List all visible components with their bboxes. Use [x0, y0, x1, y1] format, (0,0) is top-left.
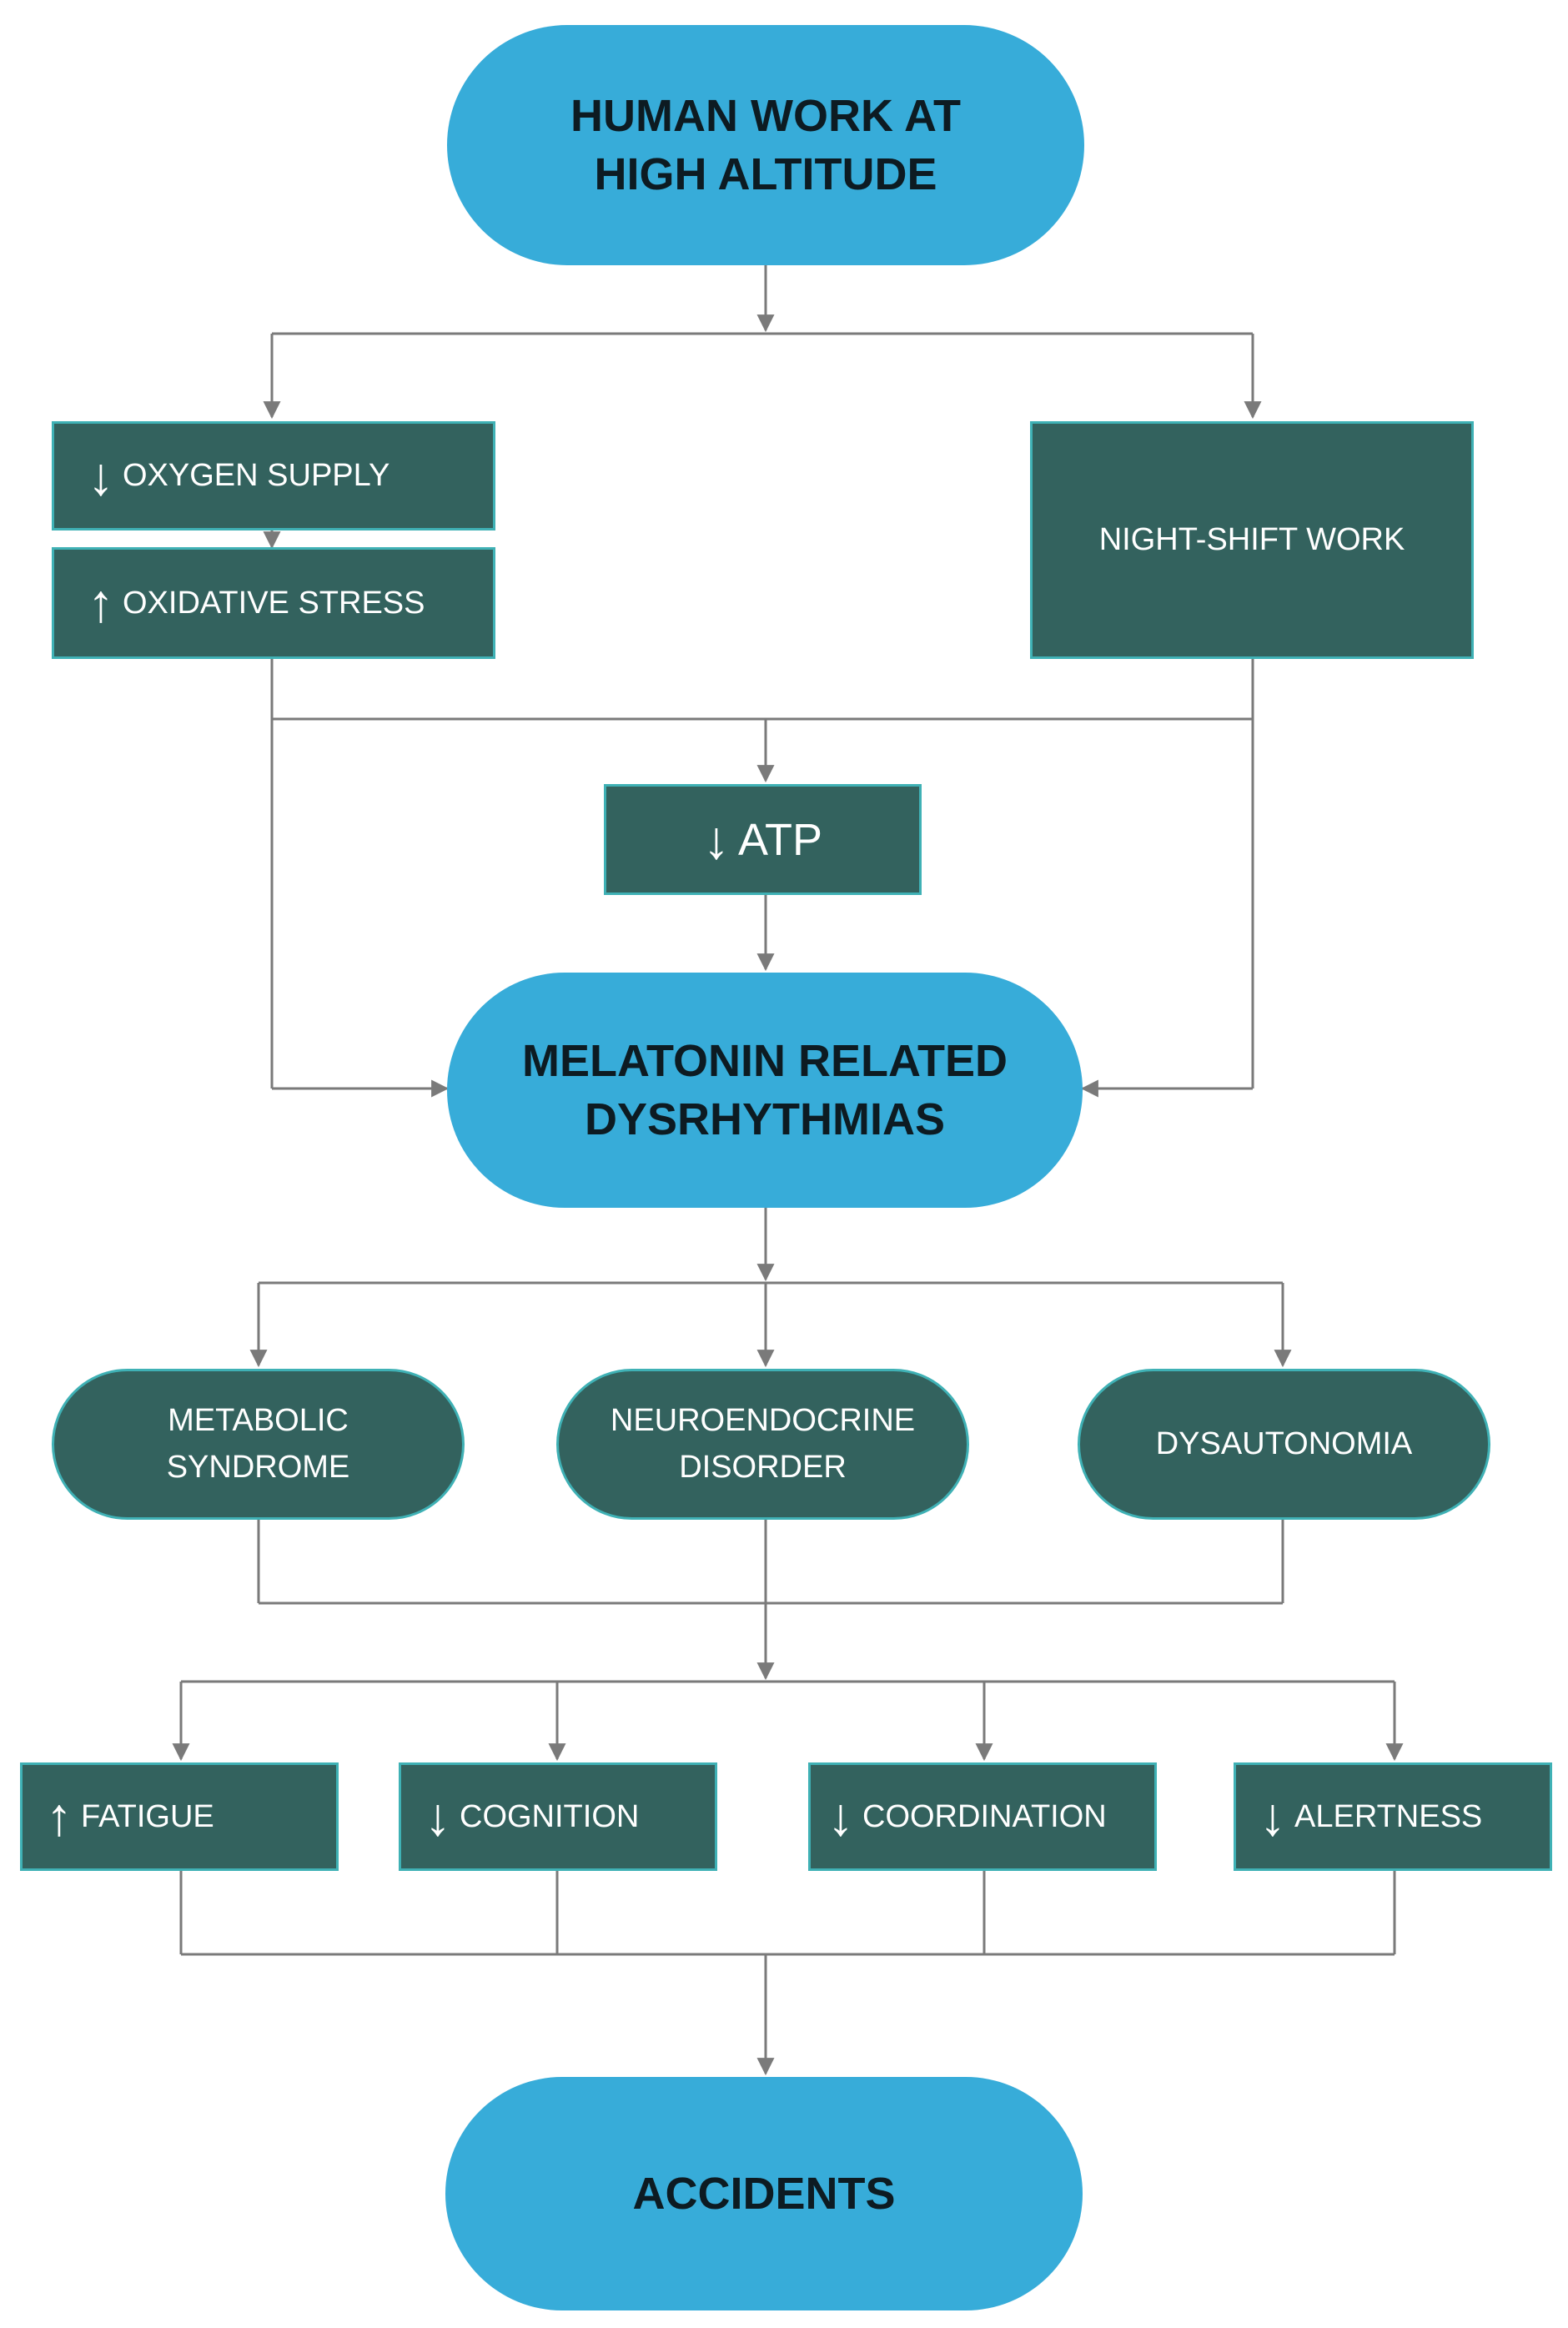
node-neuroendocrine-disorder: NEUROENDOCRINE DISORDER — [556, 1369, 969, 1520]
down-arrow-icon: ↓ — [702, 809, 730, 870]
node-oxidative-stress-label: OXIDATIVE STRESS — [123, 585, 425, 621]
node-human-work: HUMAN WORK AT HIGH ALTITUDE — [447, 25, 1084, 265]
node-human-work-label: HUMAN WORK AT HIGH ALTITUDE — [570, 90, 961, 199]
node-oxygen-supply-label: OXYGEN SUPPLY — [123, 458, 390, 493]
down-arrow-icon: ↓ — [827, 1787, 854, 1847]
node-accidents: ACCIDENTS — [445, 2077, 1083, 2310]
node-fatigue-label: FATIGUE — [81, 1798, 214, 1834]
down-arrow-icon: ↓ — [88, 445, 114, 506]
node-metabolic-label: METABOLIC SYNDROME — [166, 1403, 350, 1485]
down-arrow-icon: ↓ — [1259, 1787, 1286, 1847]
node-dysautonomia-label: DYSAUTONOMIA — [1155, 1425, 1413, 1461]
node-accidents-label: ACCIDENTS — [632, 2168, 896, 2219]
node-fatigue: ↑ FATIGUE — [20, 1762, 339, 1871]
down-arrow-icon: ↓ — [425, 1787, 451, 1847]
node-metabolic-syndrome: METABOLIC SYNDROME — [52, 1369, 465, 1520]
node-melatonin: MELATONIN RELATED DYSRHYTHMIAS — [447, 973, 1083, 1208]
node-dysautonomia: DYSAUTONOMIA — [1078, 1369, 1490, 1520]
node-coordination-label: COORDINATION — [862, 1798, 1107, 1834]
node-oxidative-stress: ↑ OXIDATIVE STRESS — [52, 547, 495, 659]
node-atp-label: ATP — [737, 814, 822, 865]
up-arrow-icon: ↑ — [88, 573, 114, 633]
node-coordination: ↓ COORDINATION — [808, 1762, 1157, 1871]
node-cognition-label: COGNITION — [460, 1798, 640, 1834]
node-night-shift-label: NIGHT-SHIFT WORK — [1098, 522, 1405, 557]
node-melatonin-label: MELATONIN RELATED DYSRHYTHMIAS — [522, 1035, 1008, 1144]
node-neuroendocrine-label: NEUROENDOCRINE DISORDER — [610, 1403, 916, 1485]
node-alertness-label: ALERTNESS — [1294, 1798, 1483, 1834]
up-arrow-icon: ↑ — [46, 1787, 73, 1847]
node-alertness: ↓ ALERTNESS — [1234, 1762, 1552, 1871]
node-atp: ↓ ATP — [604, 784, 922, 895]
node-cognition: ↓ COGNITION — [399, 1762, 717, 1871]
node-night-shift: NIGHT-SHIFT WORK — [1030, 421, 1474, 659]
node-oxygen-supply: ↓ OXYGEN SUPPLY — [52, 421, 495, 530]
